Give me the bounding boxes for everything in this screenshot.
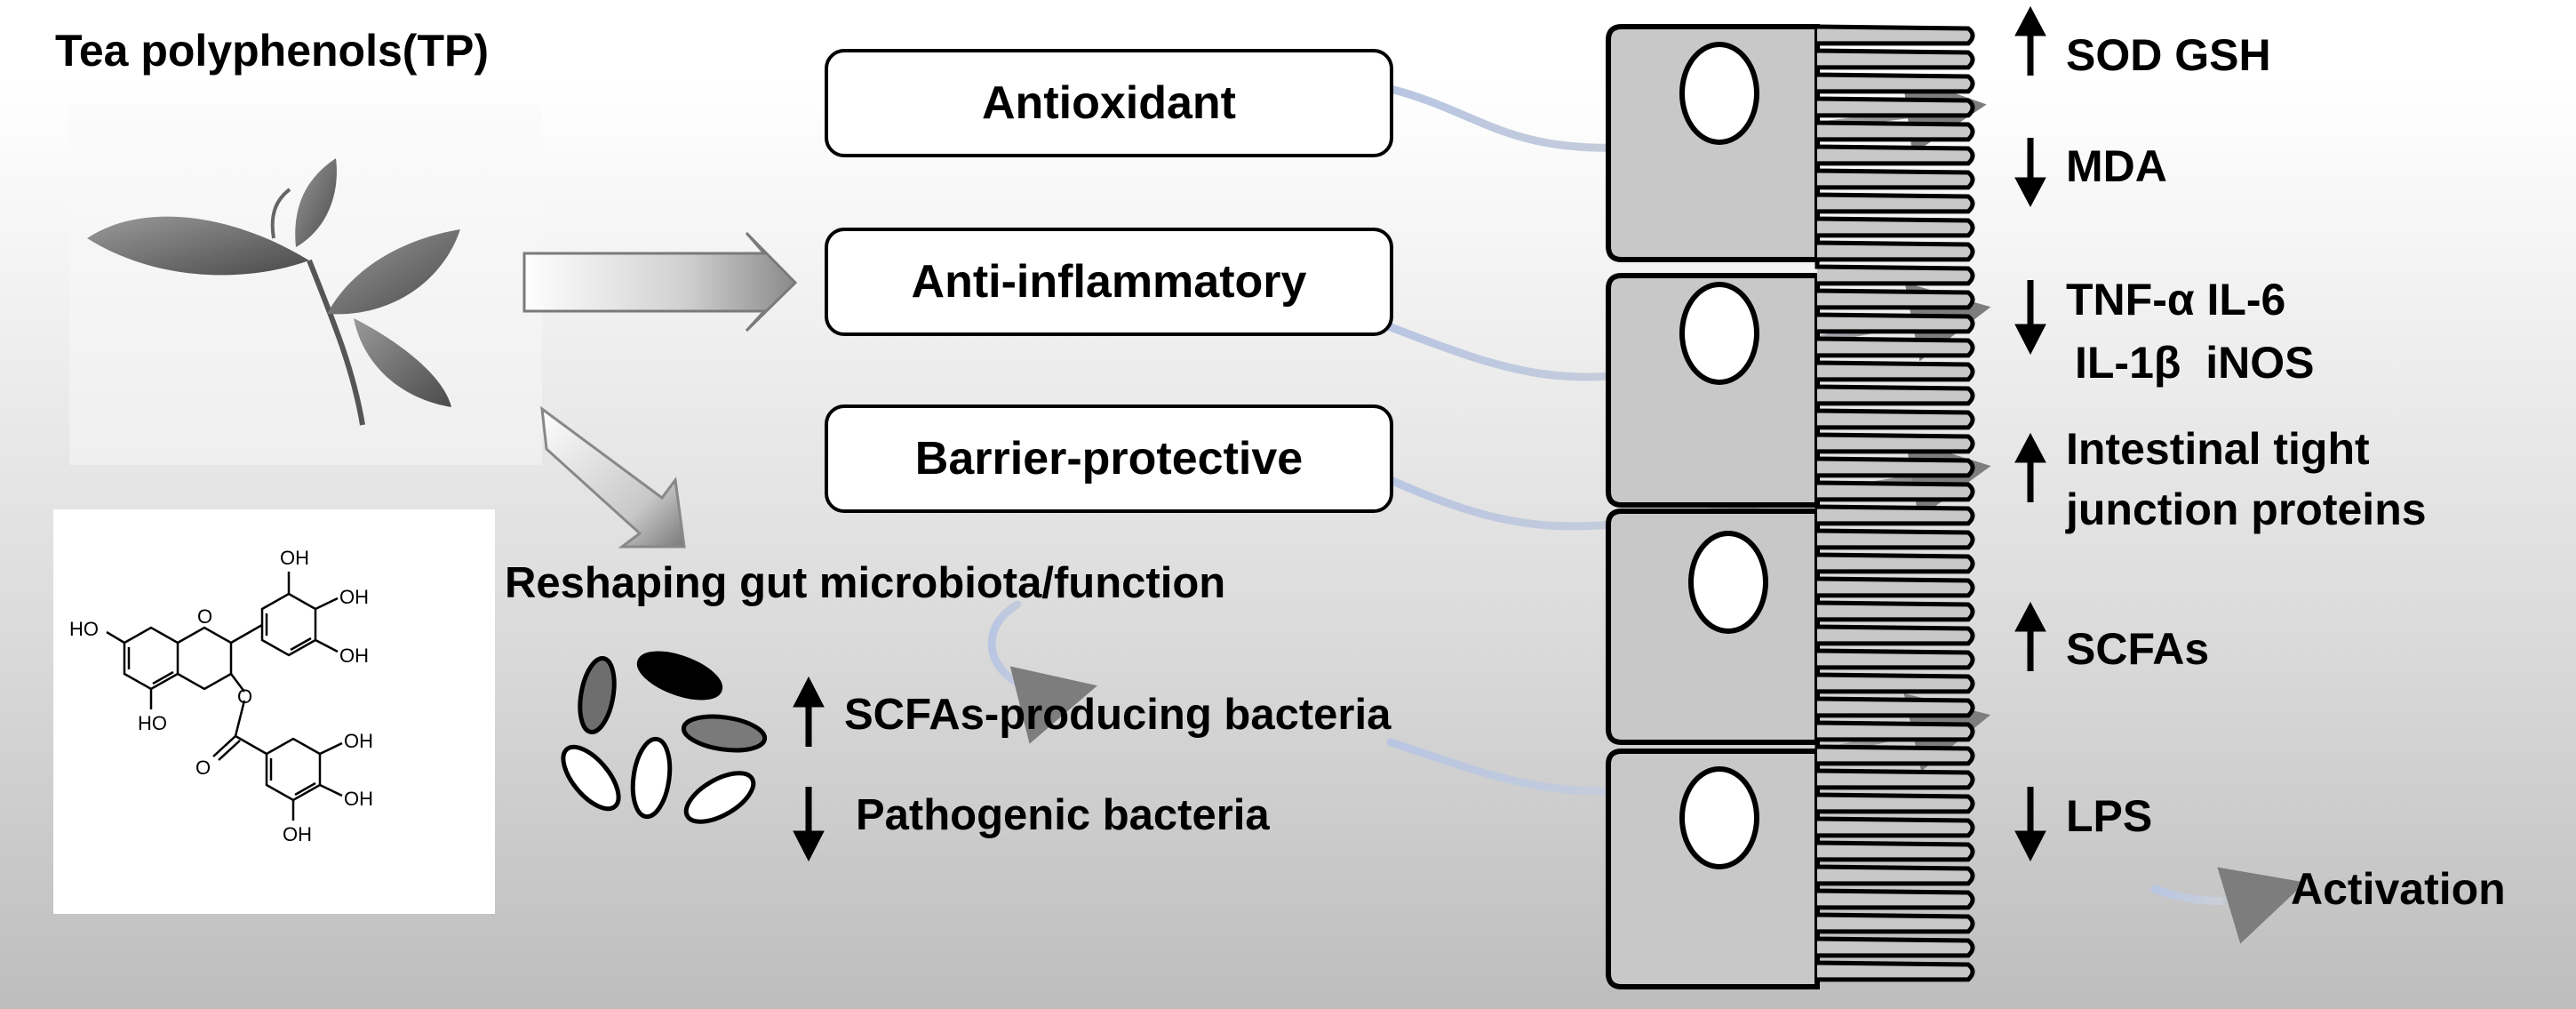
tight-junction-label-1: Intestinal tight — [2066, 424, 2370, 474]
up-arrow-icon — [2014, 601, 2046, 671]
svg-text:O: O — [195, 757, 211, 779]
svg-text:O: O — [237, 685, 252, 708]
activation-arrow-microbiota — [987, 600, 1097, 744]
down-arrow-icon — [2014, 280, 2046, 356]
svg-text:HO: HO — [138, 712, 167, 734]
bacterium-icon — [630, 736, 673, 820]
bacterium-icon — [681, 714, 768, 753]
bacterium-icon — [561, 744, 621, 812]
bacterium-icon — [683, 771, 756, 824]
barrier-protective-label: Barrier-protective — [914, 433, 1304, 484]
tea-leaf-photo — [69, 105, 542, 465]
down-arrow-icon — [793, 787, 825, 862]
anti-inflammatory-box: Anti-inflammatory — [825, 228, 1393, 336]
diagonal-block-arrow — [540, 405, 686, 549]
down-arrow-icon — [2014, 138, 2046, 208]
epithelial-cell — [1606, 24, 1820, 262]
microvilli-border — [1814, 24, 1975, 987]
up-arrow-icon — [2014, 432, 2046, 502]
epithelial-cell — [1606, 273, 1820, 508]
mda-label: MDA — [2066, 141, 2167, 191]
legend-arrow-icon — [2150, 867, 2306, 944]
svg-text:OH: OH — [344, 788, 373, 810]
intestinal-epithelium — [1606, 24, 1975, 989]
microbiota-increase-label: SCFAs-producing bacteria — [844, 691, 1392, 739]
epithelial-cell — [1606, 509, 1820, 745]
tight-junction-label-2: junction proteins — [2066, 484, 2427, 534]
tea-leaf-icon — [87, 158, 460, 426]
legend-activation-label: Activation — [2291, 864, 2506, 914]
bacterium-icon — [578, 656, 617, 734]
sod-gsh-label: SOD GSH — [2066, 30, 2271, 80]
barrier-protective-box: Barrier-protective — [825, 404, 1393, 513]
scfas-label: SCFAs — [2066, 624, 2210, 674]
down-arrow-icon — [2014, 787, 2046, 862]
antioxidant-label: Antioxidant — [982, 77, 1236, 129]
svg-text:O: O — [197, 605, 212, 628]
svg-text:OH: OH — [344, 730, 373, 752]
chemical-structure-icon: OH OH OH HO HO O O O OH OH OH — [69, 547, 373, 845]
figure-title: Tea polyphenols(TP) — [55, 26, 489, 76]
right-block-arrow — [522, 231, 798, 332]
svg-text:HO: HO — [69, 618, 99, 640]
anti-inflammatory-label: Anti-inflammatory — [911, 256, 1307, 308]
bacterium-icon — [636, 651, 723, 701]
svg-text:OH: OH — [280, 547, 309, 569]
up-arrow-icon — [793, 676, 825, 747]
cytokines-label-2: IL-1β iNOS — [2075, 338, 2315, 388]
lps-label: LPS — [2066, 791, 2153, 841]
egcg-structure: OH OH OH HO HO O O O OH OH OH — [53, 509, 495, 914]
cytokines-label-1: TNF-α IL-6 — [2066, 275, 2286, 324]
svg-text:OH: OH — [283, 823, 312, 845]
svg-text:OH: OH — [339, 586, 369, 608]
microbiota-heading: Reshaping gut microbiota/function — [505, 559, 1226, 607]
antioxidant-box: Antioxidant — [825, 49, 1393, 157]
up-arrow-icon — [2014, 5, 2046, 76]
microbiota-decrease-label: Pathogenic bacteria — [856, 791, 1270, 839]
epithelial-cell — [1606, 749, 1820, 989]
svg-text:OH: OH — [339, 645, 369, 667]
